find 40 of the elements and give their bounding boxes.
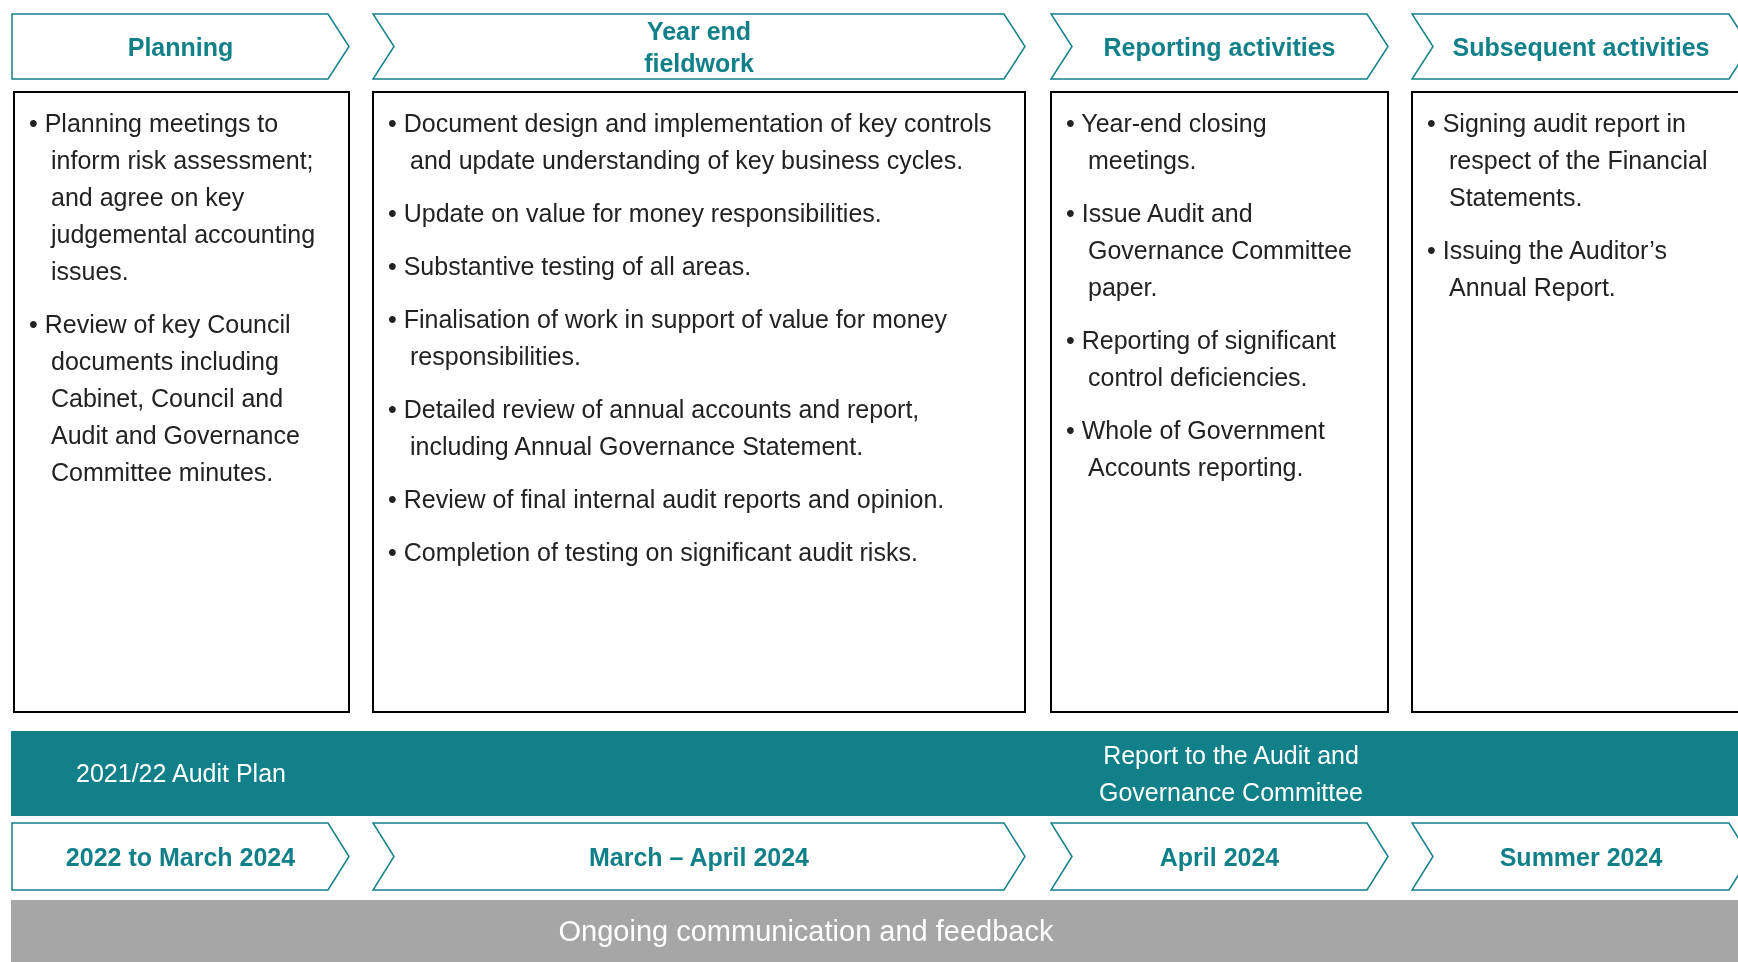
phase-label: Summer 2024 (1499, 841, 1663, 873)
bullet-item: • Planning meetings to inform risk assessment; and agree on key judgemental accounting issues. (28, 108, 317, 287)
bullet-item: • Review of key Council documents including Cabinet, Council and Audit and Governance Committee minutes. (28, 309, 301, 488)
bullet-item: • Document design and implementation of key controls and update understanding of key business cycles. (387, 108, 993, 176)
bullet-item: • Year-end closing meetings. (1065, 108, 1268, 176)
activity-box (372, 91, 1026, 713)
milestone-band (11, 731, 1738, 816)
phase-label: Year end fieldwork (643, 15, 755, 79)
phase-label: Subsequent activities (1452, 31, 1710, 63)
band-label: 2021/22 Audit Plan (75, 758, 287, 789)
chevron-shape (11, 822, 350, 891)
chevron-shape (11, 13, 350, 80)
chevron-shape (372, 822, 1026, 891)
phase-label: Planning (127, 31, 234, 63)
chevron-shape (1411, 822, 1738, 891)
bullet-item: • Substantive testing of all areas. (387, 251, 753, 282)
bullet-item: • Issuing the Auditor’s Annual Report. (1426, 235, 1668, 303)
phase-label: 2022 to March 2024 (65, 841, 296, 873)
bullet-item: • Issue Audit and Governance Committee paper. (1065, 198, 1353, 303)
chevron-shape (1050, 13, 1389, 80)
band-label: Ongoing communication and feedback (558, 914, 1054, 948)
chevron-shape (1050, 822, 1389, 891)
bullet-item: • Update on value for money responsibilities. (387, 198, 883, 229)
bullet-item: • Detailed review of annual accounts and report, including Annual Governance Statement. (387, 394, 921, 462)
band-label: Report to the Audit and Governance Committee (1098, 739, 1364, 808)
chevron-shape (1411, 13, 1738, 80)
communication-band (11, 900, 1738, 962)
activity-box (13, 91, 350, 713)
bullet-item: • Whole of Government Accounts reporting. (1065, 415, 1326, 483)
bullet-item: • Completion of testing on significant audit risks. (387, 537, 919, 568)
bullet-item: • Reporting of significant control deficiencies. (1065, 325, 1337, 393)
phase-label: Reporting activities (1103, 31, 1336, 63)
phase-label: April 2024 (1159, 841, 1280, 873)
bullet-item: • Finalisation of work in support of value for money responsibilities. (387, 304, 949, 372)
bullet-item: • Signing audit report in respect of the Financial Statements. (1426, 108, 1709, 213)
activity-box (1411, 91, 1738, 713)
phase-label: March – April 2024 (589, 841, 809, 873)
chevron-shape (372, 13, 1026, 80)
activity-box (1050, 91, 1389, 713)
bullet-item: • Review of final internal audit reports and opinion. (387, 484, 946, 515)
